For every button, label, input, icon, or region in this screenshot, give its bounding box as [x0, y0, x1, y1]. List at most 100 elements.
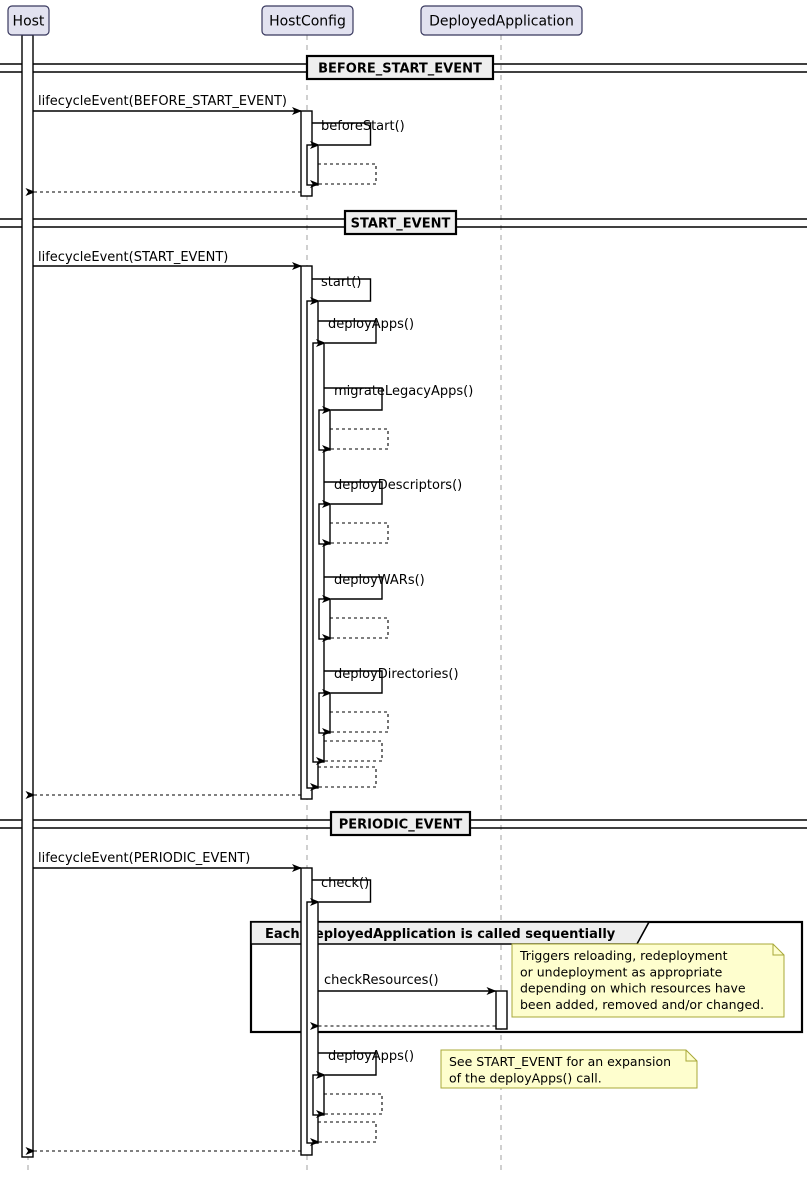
message-line [322, 481, 383, 508]
note-line-2: depending on which resources have [520, 981, 746, 996]
activation-bar-deployedapp [495, 990, 508, 1030]
participant-host[interactable]: Host [7, 5, 50, 36]
message-m21: checkResources() [318, 973, 497, 995]
message-m2: beforeStart() [310, 119, 405, 149]
message-line [322, 670, 383, 697]
activation-bar-host [21, 34, 34, 1158]
message-line [310, 122, 372, 149]
message-m5: lifecycleEvent(START_EVENT) [33, 250, 302, 270]
message-m24 [316, 1093, 383, 1118]
participant-box[interactable] [7, 5, 50, 36]
participant-deployedapp[interactable]: DeployedApplication [420, 5, 583, 36]
participant-box[interactable] [420, 5, 583, 36]
divider-label-box [343, 209, 458, 236]
message-m25 [310, 1121, 377, 1146]
message-label-m21: checkResources() [324, 973, 439, 988]
note-line-3: been added, removed and/or changed. [520, 997, 764, 1012]
activation-bar-hostconfig [312, 1074, 325, 1116]
message-m20: check() [310, 876, 372, 906]
groups-layer: Each DeployedApplication is called seque… [249, 920, 804, 1034]
message-label-m10: deployDescriptors() [334, 478, 462, 493]
participant-box[interactable] [261, 5, 354, 36]
note-body [511, 943, 785, 1018]
group-label: Each DeployedApplication is called seque… [265, 927, 616, 942]
note-line-0: See START_EVENT for an expansion [449, 1054, 671, 1069]
message-line [310, 879, 372, 906]
activations-layer [21, 34, 508, 1158]
note-body [440, 1049, 698, 1089]
message-m15 [322, 711, 389, 736]
message-m11 [322, 522, 389, 547]
activation-bar-hostconfig [318, 503, 331, 545]
message-m14: deployDirectories() [322, 667, 459, 697]
message-m6: start() [310, 275, 372, 305]
note-line-1: of the deployApps() call. [449, 1070, 602, 1085]
message-line [310, 766, 377, 791]
message-line [316, 1093, 383, 1118]
message-m8: migrateLegacyApps() [322, 384, 473, 414]
lifelines-layer [27, 35, 502, 1170]
message-label-m19: lifecycleEvent(PERIODIC_EVENT) [38, 851, 250, 866]
participant-label: Host [13, 14, 45, 30]
message-line [310, 1121, 377, 1146]
message-label-m12: deployWARs() [334, 573, 425, 588]
dividers-layer: BEFORE_START_EVENT START_EVENT PERIODIC_EV… [0, 54, 807, 837]
participants-layer: Host HostConfig DeployedApplication [7, 5, 583, 36]
message-label-m20: check() [321, 876, 369, 891]
message-m23: deployApps() [316, 1049, 414, 1079]
message-m19: lifecycleEvent(PERIODIC_EVENT) [33, 851, 302, 872]
participant-hostconfig[interactable]: HostConfig [261, 5, 354, 36]
message-label-m2: beforeStart() [321, 119, 405, 134]
message-m16 [316, 740, 383, 765]
message-line [310, 278, 372, 305]
messages-layer: lifecycleEvent(BEFORE_START_EVENT)before… [25, 94, 497, 1155]
participant-label: DeployedApplication [429, 14, 574, 30]
note-fold [685, 1050, 697, 1062]
message-line [310, 163, 377, 188]
note-line-0: Triggers reloading, redeployment [519, 948, 728, 963]
divider-label: PERIODIC_EVENT [339, 818, 463, 833]
divider-0: BEFORE_START_EVENT [0, 54, 807, 81]
divider-label: BEFORE_START_EVENT [318, 62, 482, 77]
message-m1: lifecycleEvent(BEFORE_START_EVENT) [33, 94, 302, 115]
message-label-m14: deployDirectories() [334, 667, 459, 682]
message-label-m7: deployApps() [328, 317, 414, 332]
divider-label-box [329, 810, 472, 837]
divider-label: START_EVENT [351, 217, 451, 232]
message-line [322, 711, 389, 736]
activation-bar-hostconfig [318, 409, 331, 451]
message-label-m5: lifecycleEvent(START_EVENT) [38, 250, 228, 265]
message-m13 [322, 617, 389, 642]
message-line [322, 387, 383, 414]
message-m3 [310, 163, 377, 188]
message-m12: deployWARs() [322, 573, 425, 603]
note-line-1: or undeployment as appropriate [520, 964, 723, 979]
activation-bar-hostconfig [306, 144, 319, 186]
message-line [322, 617, 389, 642]
message-label-m6: start() [321, 275, 361, 290]
message-line [322, 522, 389, 547]
message-line [316, 1052, 377, 1079]
message-m10: deployDescriptors() [322, 478, 462, 508]
participant-label: HostConfig [269, 14, 346, 30]
divider-2: PERIODIC_EVENT [0, 810, 807, 837]
divider-1: START_EVENT [0, 209, 807, 236]
activation-bar-hostconfig [318, 692, 331, 734]
divider-label-box [305, 54, 495, 81]
message-m17 [310, 766, 377, 791]
message-label-m1: lifecycleEvent(BEFORE_START_EVENT) [38, 94, 287, 109]
message-m9 [322, 428, 389, 453]
message-label-m23: deployApps() [328, 1049, 414, 1064]
message-line [322, 428, 389, 453]
message-line [316, 320, 377, 347]
message-line [316, 740, 383, 765]
activation-bar-hostconfig [318, 598, 331, 640]
message-label-m8: migrateLegacyApps() [334, 384, 473, 399]
group-g1: Each DeployedApplication is called seque… [249, 920, 804, 1034]
note-fold [772, 944, 784, 956]
